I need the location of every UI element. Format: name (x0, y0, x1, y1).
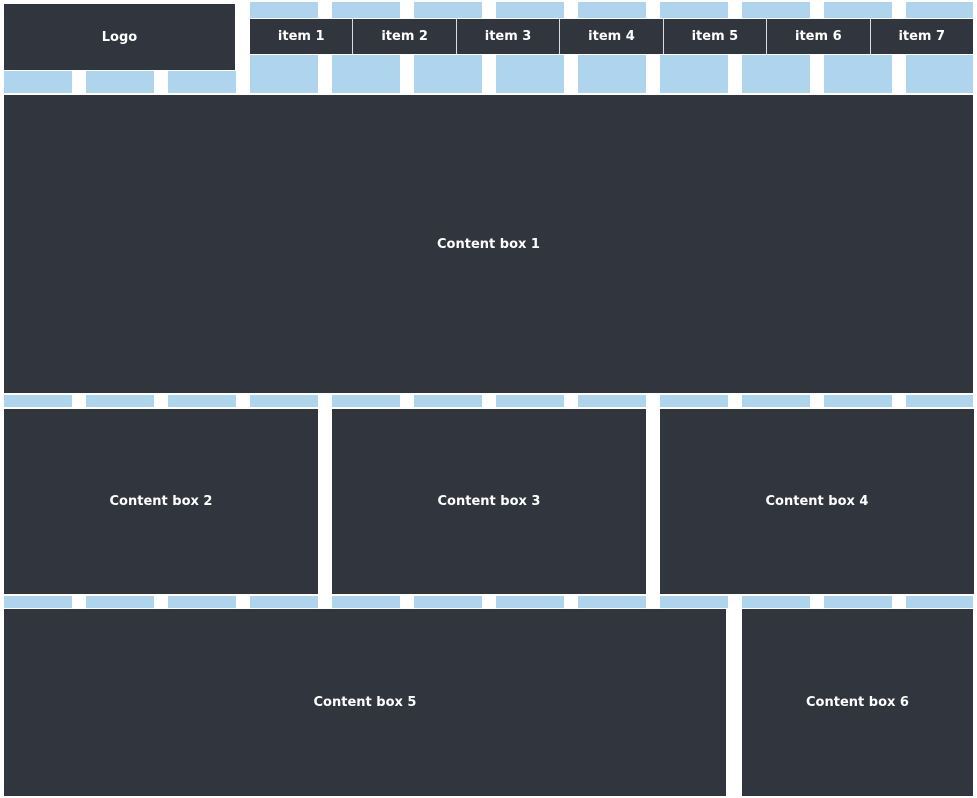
grid-column-guide (250, 2, 318, 18)
grid-column-guide (414, 2, 482, 18)
content-box-label: Content box 6 (806, 695, 909, 710)
grid-column-guide (824, 71, 892, 93)
grid-column-guide (496, 596, 564, 608)
nav-item-label: item 6 (795, 29, 842, 44)
content-box-6: Content box 6 (742, 609, 973, 796)
nav-item-3[interactable]: item 3 (455, 19, 559, 54)
content-box-label: Content box 5 (313, 695, 417, 710)
content-box-label: Content box 3 (437, 494, 541, 509)
content-box-label: Content box 2 (109, 494, 213, 509)
grid-column-guide (496, 395, 564, 407)
grid-column-guide (250, 596, 318, 608)
grid-column-guide (168, 596, 236, 608)
grid-column-guide (414, 71, 482, 93)
grid-column-guide (250, 71, 318, 93)
grid-column-guide (496, 71, 564, 93)
grid-column-guide (742, 2, 810, 18)
grid-column-guide (742, 395, 810, 407)
grid-column-guide (332, 2, 400, 18)
grid-column-guide (660, 2, 728, 18)
nav-item-6[interactable]: item 6 (766, 19, 869, 54)
grid-column-guide (906, 395, 973, 407)
nav-bar: item 1 item 2 item 3 item 4 item 5 item … (250, 19, 973, 54)
nav-item-label: item 3 (484, 29, 532, 44)
nav-item-1[interactable]: item 1 (250, 19, 352, 54)
nav-item-label: item 5 (691, 29, 739, 44)
nav-item-2[interactable]: item 2 (352, 19, 455, 54)
grid-column-guide (4, 395, 72, 407)
content-box-5: Content box 5 (4, 609, 726, 796)
grid-column-guide (86, 71, 154, 93)
grid-column-guide (660, 596, 728, 608)
nav-item-label: item 4 (588, 29, 635, 44)
grid-column-guide (332, 395, 400, 407)
content-box-label: Content box 1 (437, 236, 540, 252)
nav-item-4[interactable]: item 4 (559, 19, 662, 54)
grid-column-guide (168, 71, 236, 93)
grid-column-guide (86, 395, 154, 407)
grid-column-guide (660, 71, 728, 93)
grid-column-guide (250, 395, 318, 407)
nav-item-5[interactable]: item 5 (662, 19, 766, 54)
grid-column-guide (742, 596, 810, 608)
logo-label: Logo (101, 29, 138, 45)
nav-item-label: item 7 (898, 29, 946, 44)
grid-column-guide (4, 71, 72, 93)
nav-item-label: item 1 (277, 29, 325, 44)
grid-column-guide (168, 395, 236, 407)
content-box-4: Content box 4 (660, 409, 974, 594)
content-box-2: Content box 2 (4, 409, 318, 594)
content-box-label: Content box 4 (765, 494, 869, 509)
nav-item-label: item 2 (381, 29, 428, 44)
grid-column-guide (824, 2, 892, 18)
grid-column-guide (660, 395, 728, 407)
grid-column-guide (414, 596, 482, 608)
grid-column-guide (906, 71, 973, 93)
grid-column-guide (578, 395, 646, 407)
grid-column-guide (414, 395, 482, 407)
grid-column-guide (86, 596, 154, 608)
grid-column-guide (332, 71, 400, 93)
grid-column-guide (824, 395, 892, 407)
grid-column-guide (496, 2, 564, 18)
grid-column-guide (578, 596, 646, 608)
grid-column-guide (578, 71, 646, 93)
nav-item-7[interactable]: item 7 (869, 19, 973, 54)
content-box-3: Content box 3 (332, 409, 646, 594)
content-box-1: Content box 1 (4, 95, 973, 393)
grid-column-guide (906, 2, 973, 18)
grid-column-guide (824, 596, 892, 608)
grid-column-guide (578, 2, 646, 18)
grid-column-guide (332, 596, 400, 608)
grid-column-guide (906, 596, 973, 608)
grid-column-guide (742, 71, 810, 93)
logo[interactable]: Logo (4, 4, 235, 70)
grid-column-guide (4, 596, 72, 608)
